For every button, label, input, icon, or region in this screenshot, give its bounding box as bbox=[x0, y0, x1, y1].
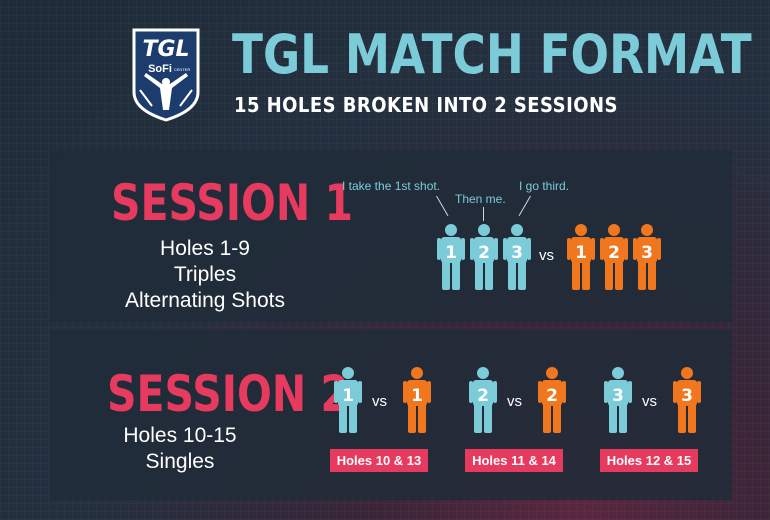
callout-third-shot: I go third. bbox=[519, 179, 570, 193]
session-1-holes: Holes 1-9 bbox=[160, 237, 250, 260]
session-1-panel bbox=[50, 150, 732, 322]
matchup-2-team-b-player-icon: 2 bbox=[538, 367, 566, 433]
logo-golfer-icon bbox=[139, 73, 193, 110]
matchup-1-team-a-player-icon-number: 1 bbox=[342, 386, 354, 406]
session-1-rule: Alternating Shots bbox=[125, 289, 285, 312]
matchup-2-vs: vs bbox=[507, 393, 522, 410]
session-2-format: Singles bbox=[145, 450, 215, 473]
matchup-3-team-b-player-icon: 3 bbox=[673, 367, 701, 433]
session-2-holes: Holes 10-15 bbox=[123, 424, 237, 447]
matchup-1-holes-badge: Holes 10 & 13 bbox=[330, 449, 428, 472]
page-subtitle: 15 HOLES BROKEN INTO 2 SESSIONS bbox=[234, 93, 618, 117]
matchup-2-team-b-player-icon-number: 2 bbox=[546, 386, 558, 406]
team-a-player-2-icon-number: 2 bbox=[478, 243, 490, 263]
team-a-player-2-icon: 2 bbox=[470, 224, 498, 290]
matchup-2-team-a-player-icon: 2 bbox=[469, 367, 497, 433]
callout-leader-2 bbox=[483, 207, 484, 221]
page-title: TGL MATCH FORMAT bbox=[232, 23, 752, 86]
session-2-description: Holes 10-15 Singles bbox=[105, 423, 255, 475]
logo-sponsor-text: SoFi bbox=[148, 63, 172, 75]
matchup-3-holes-badge: Holes 12 & 15 bbox=[600, 449, 698, 472]
logo-brand-text: TGL bbox=[142, 37, 189, 62]
matchup-3-team-b-player-icon-number: 3 bbox=[681, 386, 693, 406]
session-2-title: SESSION 2 bbox=[107, 365, 349, 423]
session-1-format: Triples bbox=[173, 263, 237, 286]
session-1-vs: vs bbox=[539, 247, 554, 264]
team-a-player-3-icon-number: 3 bbox=[511, 243, 523, 263]
team-a-player-1-icon-number: 1 bbox=[445, 243, 457, 263]
team-b-player-1-icon-number: 1 bbox=[575, 243, 587, 263]
matchup-3-team-a-player-icon: 3 bbox=[604, 367, 632, 433]
matchup-1-vs: vs bbox=[372, 393, 387, 410]
matchup-1-team-b-player-icon-number: 1 bbox=[411, 386, 423, 406]
team-b-player-1-icon: 1 bbox=[567, 224, 595, 290]
team-a-player-1-icon: 1 bbox=[437, 224, 465, 290]
session-1-title: SESSION 1 bbox=[111, 174, 353, 232]
matchup-2-team-a-player-icon-number: 2 bbox=[477, 386, 489, 406]
logo-sponsor-mark: CENTER bbox=[174, 67, 191, 72]
tgl-logo: TGL SoFi CENTER bbox=[132, 28, 200, 122]
callout-second-shot: Then me. bbox=[455, 192, 506, 206]
team-b-player-3-icon: 3 bbox=[633, 224, 661, 290]
matchup-2-holes-badge: Holes 11 & 14 bbox=[465, 449, 563, 472]
team-a-player-3-icon: 3 bbox=[503, 224, 531, 290]
session-1-description: Holes 1-9 Triples Alternating Shots bbox=[100, 236, 310, 314]
team-b-player-3-icon-number: 3 bbox=[641, 243, 653, 263]
team-b-player-2-icon-number: 2 bbox=[608, 243, 620, 263]
matchup-3-team-a-player-icon-number: 3 bbox=[612, 386, 624, 406]
matchup-3-vs: vs bbox=[642, 393, 657, 410]
matchup-1-team-b-player-icon: 1 bbox=[403, 367, 431, 433]
matchup-1-team-a-player-icon: 1 bbox=[334, 367, 362, 433]
team-b-player-2-icon: 2 bbox=[600, 224, 628, 290]
callout-first-shot: I take the 1st shot. bbox=[342, 179, 441, 193]
